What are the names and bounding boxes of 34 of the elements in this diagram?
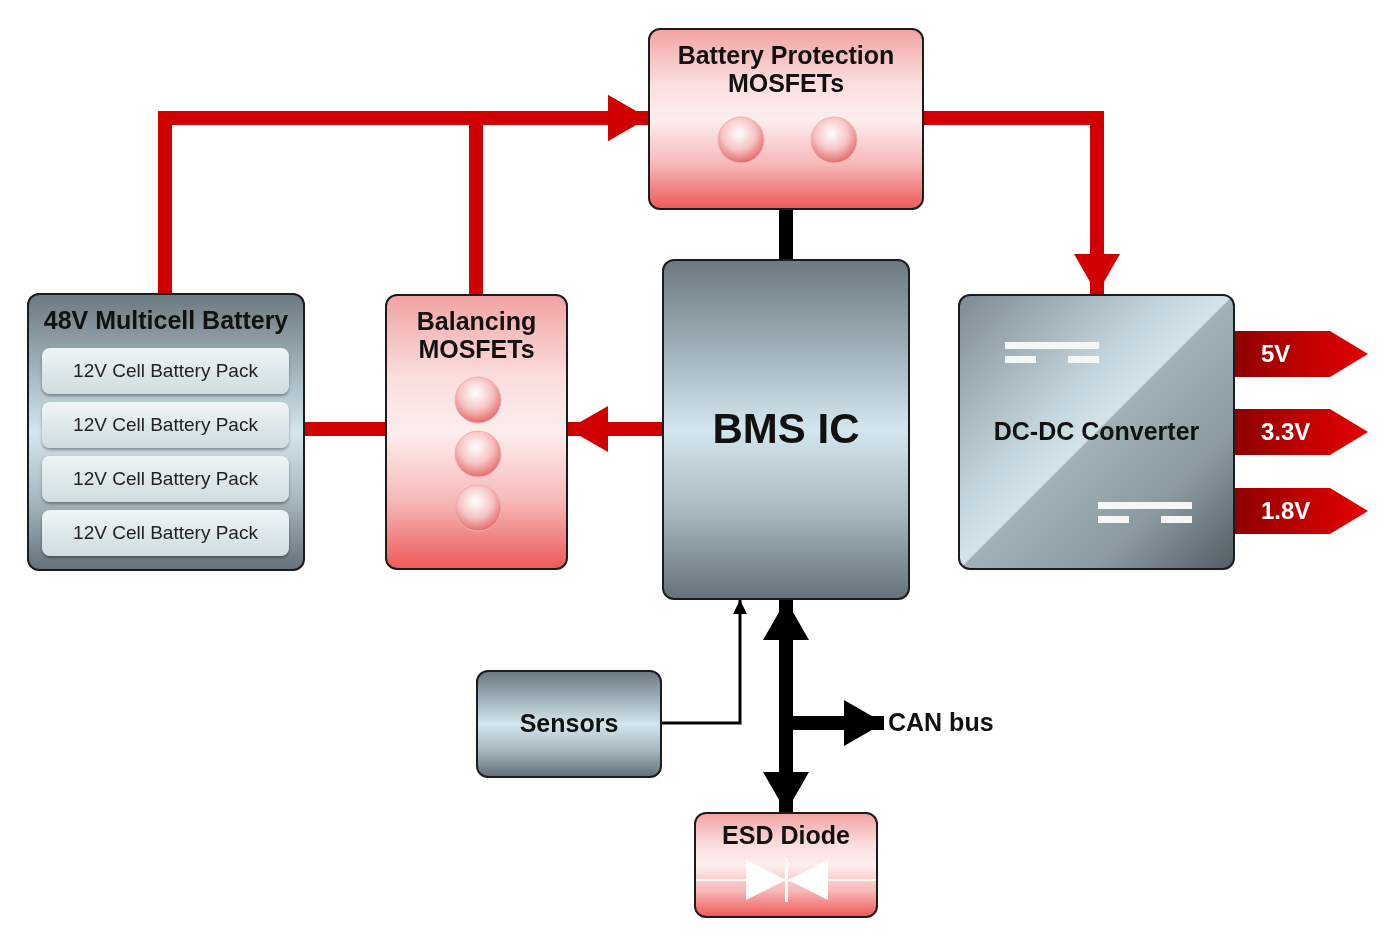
battery-pack-box bbox=[42, 402, 289, 448]
battery-pack-box bbox=[42, 348, 289, 394]
battery-pack-box bbox=[42, 510, 289, 556]
output-arrow bbox=[1235, 331, 1368, 377]
component-box bbox=[694, 812, 878, 918]
connector-label: CAN bus bbox=[888, 709, 994, 737]
box-label: DC-DC Converter bbox=[993, 418, 1200, 446]
component-box bbox=[27, 293, 305, 571]
connector-line bbox=[779, 210, 793, 259]
box-label: 12V Cell Battery Pack bbox=[73, 360, 258, 382]
output-arrow bbox=[1235, 488, 1368, 534]
edge-label: 1.8V bbox=[1261, 499, 1311, 523]
box-label: Balancing MOSFETs bbox=[415, 308, 538, 363]
box-label: ESD Diode bbox=[722, 822, 850, 850]
box-label: BMS IC bbox=[712, 406, 860, 453]
edge-label: 5V bbox=[1261, 342, 1291, 366]
arrow bbox=[924, 111, 1120, 294]
arrow bbox=[568, 406, 662, 452]
output-arrow bbox=[1235, 409, 1368, 455]
connector-line bbox=[305, 422, 385, 436]
box-label: 12V Cell Battery Pack bbox=[73, 522, 258, 544]
component-box bbox=[662, 259, 910, 600]
box-label: 12V Cell Battery Pack bbox=[73, 414, 258, 436]
component-box bbox=[648, 28, 924, 210]
battery-pack-box bbox=[42, 456, 289, 502]
box-label: 48V Multicell Battery bbox=[43, 307, 289, 335]
box-label: Battery Protection MOSFETs bbox=[676, 42, 896, 97]
box-label: 12V Cell Battery Pack bbox=[73, 468, 258, 490]
converter-box bbox=[958, 294, 1235, 570]
component-box bbox=[385, 294, 568, 570]
box-label: Sensors bbox=[519, 710, 619, 738]
component-box bbox=[476, 670, 662, 778]
edge-label: 3.3V bbox=[1261, 420, 1311, 444]
arrow bbox=[662, 600, 747, 725]
